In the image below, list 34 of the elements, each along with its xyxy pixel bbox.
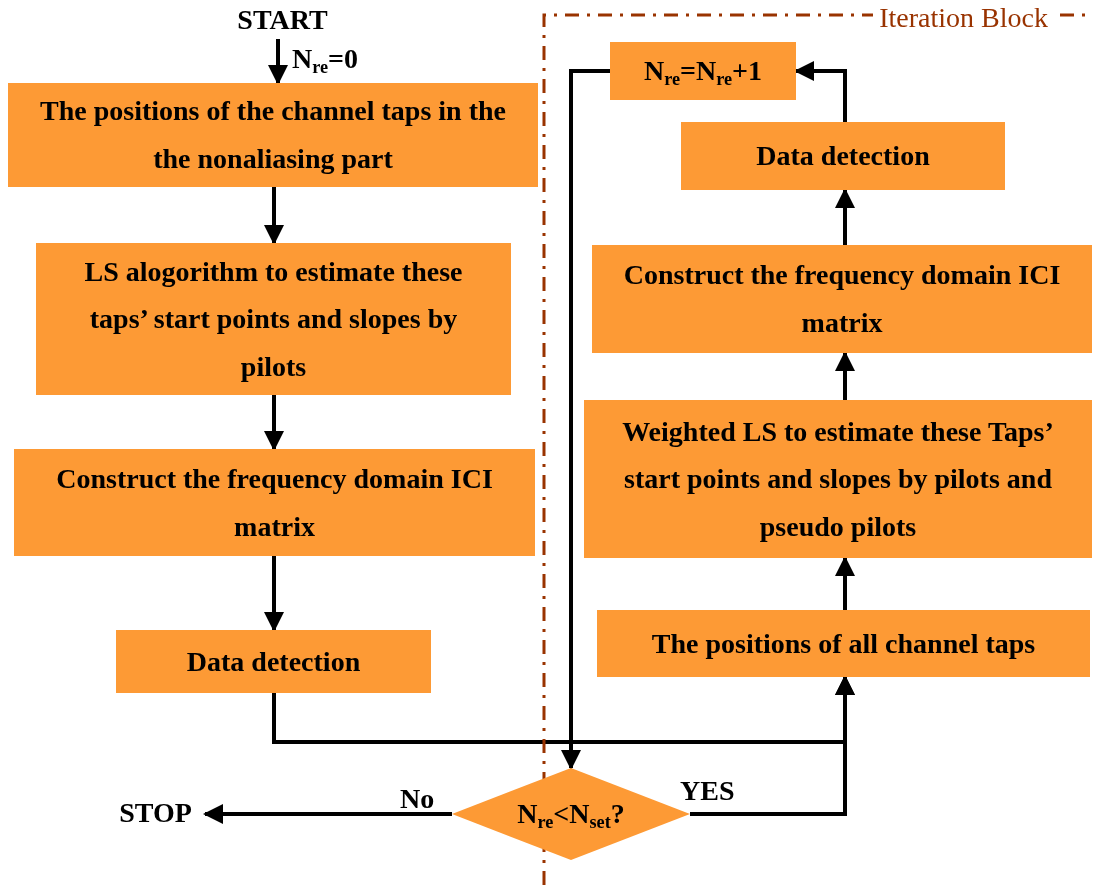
arrow: [561, 69, 610, 770]
node-text: N$_{re}$<N$_{set}$?: [517, 796, 625, 835]
node-text: The positions of the channel taps in the the nonaliasing part: [39, 94, 507, 176]
node-text: Construct the frequency domain ICI matrix: [622, 258, 1062, 340]
edge-label: N$_{re}$=0: [292, 45, 359, 77]
process-box: [597, 610, 1090, 677]
arrow: [794, 61, 847, 122]
process-box: [14, 449, 535, 556]
arrow: [268, 39, 288, 85]
node-text: Data detection: [185, 644, 362, 679]
arrow: [264, 395, 284, 451]
edge-label: No: [400, 785, 435, 813]
process-box: [8, 83, 538, 187]
process-box: [36, 243, 511, 395]
process-box: [681, 122, 1005, 190]
node-text: Construct the frequency domain ICI matrix: [55, 461, 494, 544]
node-text: START: [237, 4, 328, 36]
process-box: [592, 245, 1092, 353]
arrow: [264, 187, 284, 245]
arrow: [264, 556, 284, 632]
arrow: [835, 556, 855, 610]
node-text: N$_{re}$=N$_{re}$+1: [642, 53, 763, 92]
process-box: [610, 42, 796, 100]
node-text: LS alogorithm to estimate these taps’ start points and slopes by pilots: [83, 254, 464, 384]
arrow: [835, 351, 855, 400]
node-text: The positions of all channel taps: [650, 626, 1037, 661]
node-text: Data detection: [755, 139, 931, 174]
process-box: [116, 630, 431, 693]
arrow: [203, 804, 452, 824]
node-text: STOP: [119, 797, 192, 829]
node-text: Weighted LS to estimate these Taps’ start points and slopes by pilots and pseudo pilots: [621, 414, 1055, 544]
arrow: [835, 188, 855, 245]
edge-label: YES: [680, 777, 735, 805]
process-box: [584, 400, 1092, 558]
